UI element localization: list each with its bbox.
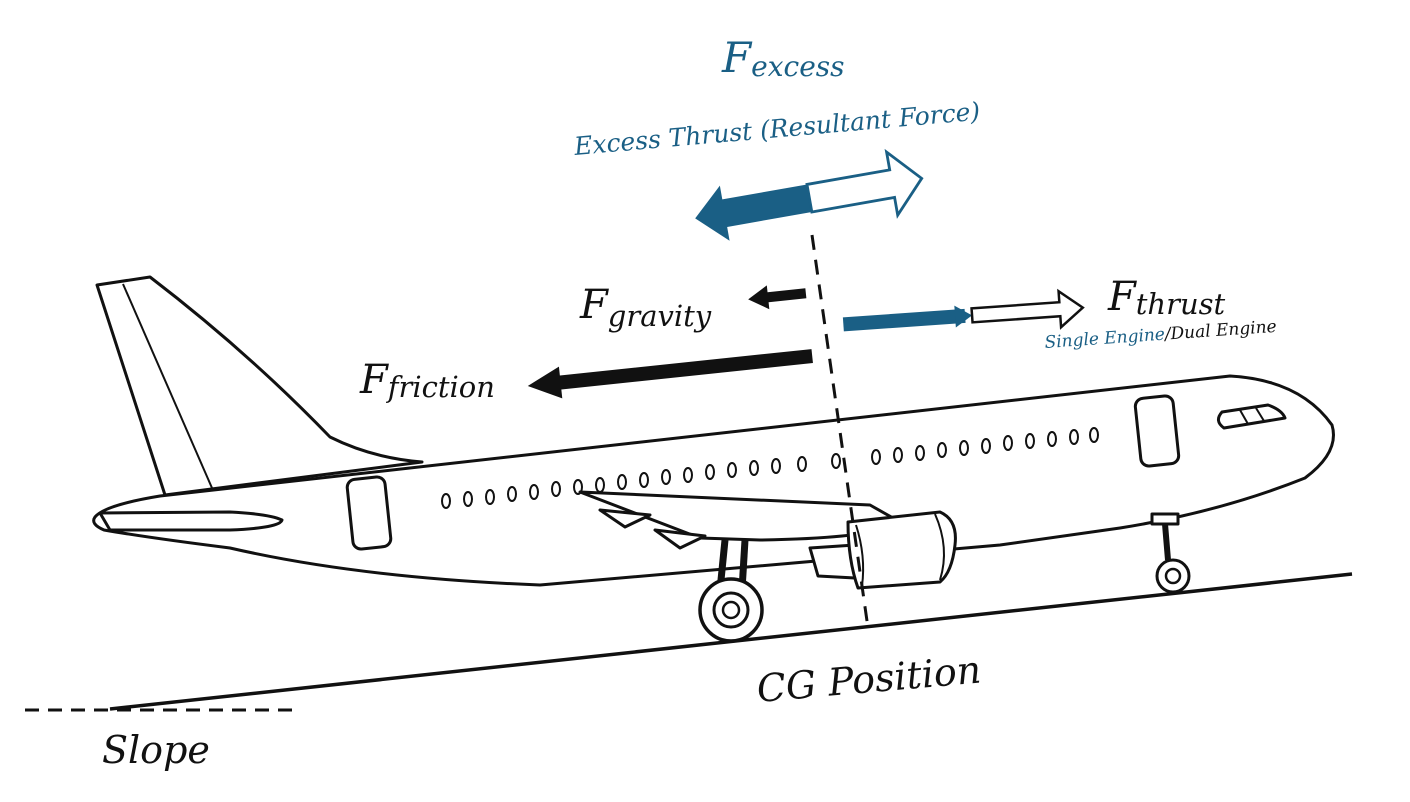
engine-intake-line xyxy=(934,513,945,581)
rear-cabin-windows xyxy=(441,453,841,509)
cockpit-window xyxy=(1217,403,1287,430)
cockpit-window-divider xyxy=(1255,407,1265,422)
cockpit-window-divider xyxy=(1239,409,1249,425)
tail-fin-edge xyxy=(122,283,213,489)
single-engine-label: Single Engine xyxy=(1044,325,1166,353)
rear-door xyxy=(345,475,393,551)
thrust-engine-legend: Single Engine/Dual Engine xyxy=(1044,317,1277,353)
excess-arrow-right-segment xyxy=(805,148,924,219)
thrust-arrow-single-engine xyxy=(842,308,966,332)
double-arrow-icon xyxy=(695,148,924,241)
thrust-force-label: Fthrust xyxy=(1107,274,1226,321)
gravity-arrow xyxy=(748,285,807,310)
front-door xyxy=(1133,394,1181,468)
airplane-icon xyxy=(92,275,1335,643)
engine-nacelle xyxy=(846,510,957,590)
slope-label: Slope xyxy=(102,728,210,772)
main-landing-gear xyxy=(698,539,764,643)
thrust-arrow-single-engine-head xyxy=(954,305,973,328)
wing-flap xyxy=(598,508,652,529)
front-cabin-windows xyxy=(871,427,1099,465)
friction-arrow xyxy=(527,349,813,399)
cg-position-label: CG Position xyxy=(755,648,983,711)
wing-flap xyxy=(653,528,707,550)
nose-landing-gear xyxy=(1150,512,1191,594)
excess-arrow-left-segment xyxy=(695,184,812,241)
horizontal-stabilizer xyxy=(98,510,284,532)
cg-position-line xyxy=(810,234,870,629)
tail-fin xyxy=(95,275,424,497)
arrow-right-icon xyxy=(842,288,1085,332)
excess-force-description: Excess Thrust (Resultant Force) xyxy=(572,97,981,161)
arrow-left-icon xyxy=(527,349,813,399)
arrow-left-icon xyxy=(748,285,807,310)
friction-force-label: Ffriction xyxy=(359,357,495,404)
engine-exhaust-line xyxy=(855,524,865,587)
gravity-force-label: Fgravity xyxy=(579,282,712,333)
thrust-arrow-dual-engine xyxy=(970,288,1085,330)
excess-force-label: Fexcess xyxy=(721,33,845,83)
